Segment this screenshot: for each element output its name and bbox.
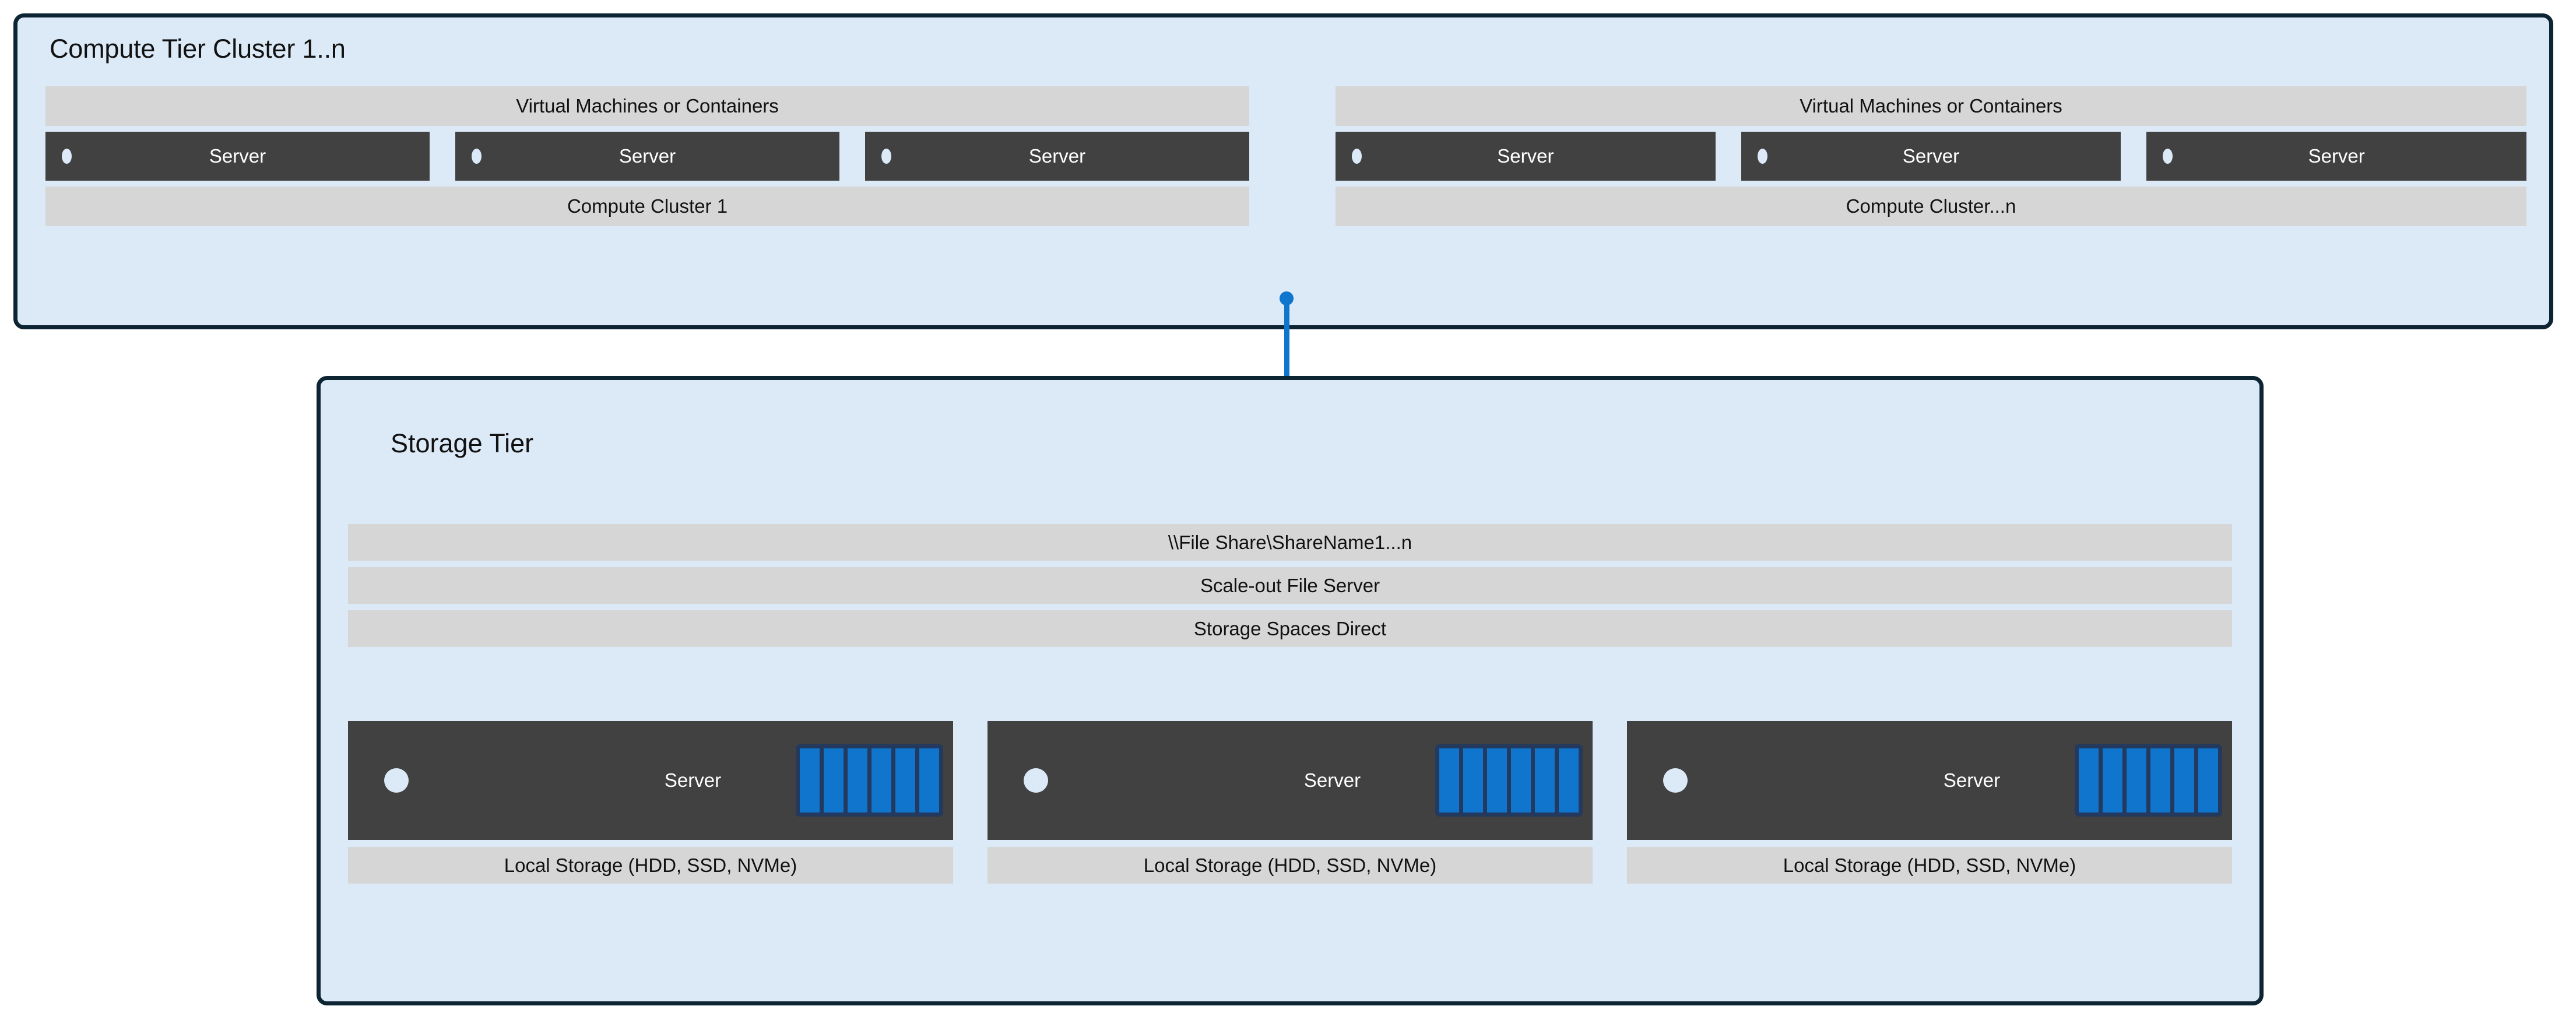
drive-icon (800, 748, 820, 813)
status-led-icon (1024, 768, 1048, 793)
status-led-icon (2163, 149, 2173, 164)
drive-icon (1511, 748, 1531, 813)
storage-server[interactable]: Server (348, 721, 953, 840)
compute-server[interactable]: Server (1741, 132, 2121, 181)
drive-icon (1559, 748, 1579, 813)
drive-icon (1463, 748, 1483, 813)
drive-icon (2150, 748, 2170, 813)
compute-server-label: Server (1028, 145, 1086, 167)
storage-tier-container: Storage Tier \\File Share\ShareName1...n… (317, 376, 2264, 1005)
compute-server[interactable]: Server (45, 132, 430, 181)
drive-bay-icon (796, 744, 943, 817)
compute-tier-container: Compute Tier Cluster 1..n Virtual Machin… (13, 13, 2553, 329)
drive-icon (2198, 748, 2218, 813)
scale-out-file-server-band: Scale-out File Server (348, 567, 2232, 604)
compute-cluster-n-vm-header: Virtual Machines or Containers (1336, 86, 2526, 126)
storage-node: Server Local Storage (HDD, SSD, NVMe) (987, 721, 1593, 884)
storage-server-label: Server (1943, 769, 2001, 791)
drive-icon (2079, 748, 2099, 813)
compute-cluster-1: Virtual Machines or Containers Server Se… (45, 86, 1249, 226)
local-storage-label: Local Storage (HDD, SSD, NVMe) (987, 847, 1593, 884)
storage-service-stack: \\File Share\ShareName1...n Scale-out Fi… (348, 524, 2232, 653)
status-led-icon (1757, 149, 1767, 164)
drive-icon (824, 748, 844, 813)
compute-cluster-n-footer: Compute Cluster...n (1336, 187, 2526, 226)
status-led-icon (384, 768, 409, 793)
compute-tier-title: Compute Tier Cluster 1..n (50, 34, 346, 64)
drive-icon (895, 748, 915, 813)
compute-server[interactable]: Server (455, 132, 839, 181)
compute-server-label: Server (209, 145, 266, 167)
compute-cluster-1-footer: Compute Cluster 1 (45, 187, 1249, 226)
drive-icon (919, 748, 939, 813)
compute-cluster-n-server-row: Server Server Server (1336, 132, 2527, 181)
storage-server-label: Server (1303, 769, 1361, 791)
storage-server-row: Server Local Storage (HDD, SSD, NVMe) Se… (348, 721, 2232, 884)
storage-server[interactable]: Server (987, 721, 1593, 840)
file-share-band: \\File Share\ShareName1...n (348, 524, 2232, 561)
compute-server-label: Server (1497, 145, 1554, 167)
drive-icon (1439, 748, 1459, 813)
drive-bay-icon (2075, 744, 2222, 817)
storage-spaces-direct-band: Storage Spaces Direct (348, 610, 2232, 647)
compute-server-label: Server (618, 145, 676, 167)
status-led-icon (1352, 149, 1362, 164)
status-led-icon (881, 149, 891, 164)
storage-server-label: Server (664, 769, 722, 791)
drive-icon (2103, 748, 2122, 813)
compute-cluster-n: Virtual Machines or Containers Server Se… (1336, 86, 2527, 226)
compute-server[interactable]: Server (865, 132, 1249, 181)
status-led-icon (1663, 768, 1688, 793)
compute-server[interactable]: Server (2146, 132, 2527, 181)
drive-icon (2127, 748, 2146, 813)
drive-icon (871, 748, 891, 813)
drive-icon (1535, 748, 1555, 813)
compute-cluster-1-vm-header: Virtual Machines or Containers (45, 86, 1249, 126)
status-led-icon (472, 149, 482, 164)
storage-server[interactable]: Server (1627, 721, 2232, 840)
drive-bay-icon (1435, 744, 1583, 817)
compute-cluster-1-server-row: Server Server Server (45, 132, 1249, 181)
storage-node: Server Local Storage (HDD, SSD, NVMe) (348, 721, 953, 884)
compute-server-label: Server (2308, 145, 2365, 167)
compute-server-label: Server (1902, 145, 1960, 167)
storage-node: Server Local Storage (HDD, SSD, NVMe) (1627, 721, 2232, 884)
compute-server[interactable]: Server (1336, 132, 1716, 181)
drive-icon (2174, 748, 2194, 813)
connector-line (1284, 298, 1289, 407)
drive-icon (848, 748, 867, 813)
drive-icon (1487, 748, 1507, 813)
storage-tier-title: Storage Tier (391, 428, 534, 458)
local-storage-label: Local Storage (HDD, SSD, NVMe) (1627, 847, 2232, 884)
status-led-icon (62, 149, 72, 164)
local-storage-label: Local Storage (HDD, SSD, NVMe) (348, 847, 953, 884)
